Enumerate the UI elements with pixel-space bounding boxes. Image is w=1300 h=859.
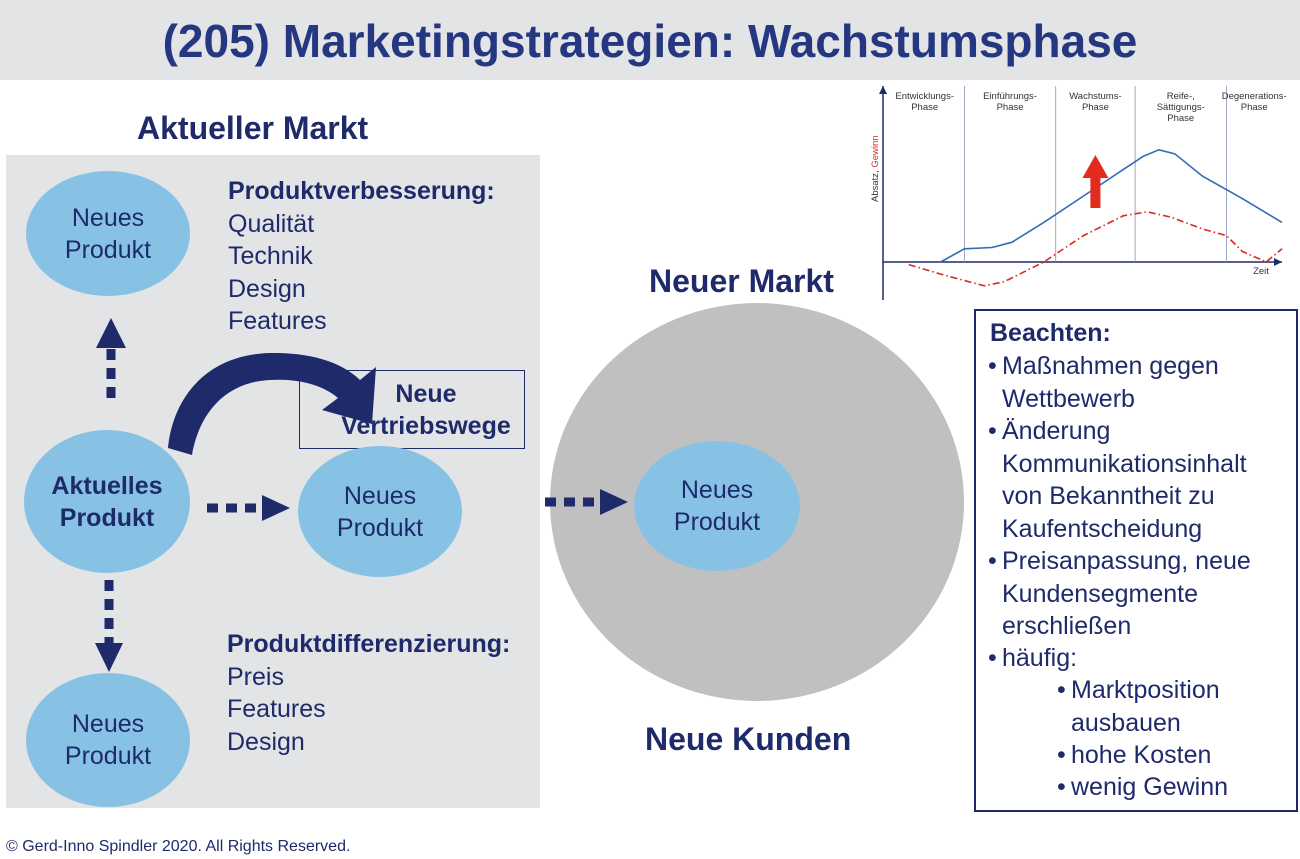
produktdifferenzierung-item: Features — [227, 695, 326, 723]
chart-series-absatz — [940, 148, 1283, 263]
curved-arrow-vertriebswege — [168, 352, 376, 455]
chart-phase-label: Phase — [997, 102, 1024, 113]
neue-kunden-heading: Neue Kunden — [645, 721, 852, 757]
chart-phase-label: Reife-, — [1167, 91, 1195, 102]
produktdifferenzierung-title: Produktdifferenzierung: — [227, 630, 511, 658]
ellipse-label: Produkt — [673, 508, 761, 536]
beachten-line: von Bekanntheit zu — [1002, 482, 1215, 510]
chart-y-label: Absatz, Gewinn — [870, 135, 881, 202]
bullet-icon: • — [1057, 741, 1066, 769]
beachten-box: Beachten: • Maßnahmen gegen Wettbewerb •… — [974, 309, 1298, 812]
beachten-subitem: • wenig Gewinn — [1057, 771, 1229, 804]
chart-series-gewinn — [908, 210, 1283, 287]
produktverbesserung-item: Technik — [228, 242, 313, 270]
beachten-line: Kundensegmente — [1002, 579, 1198, 608]
chart-y-label-absatz: Absatz, — [870, 168, 881, 202]
ellipse-neues-produkt-market: Neues Produkt — [634, 441, 800, 571]
chart-phase-label: Phase — [1241, 102, 1268, 113]
page-title: (205) Marketingstrategien: Wachstumsphas… — [162, 15, 1138, 67]
produktverbesserung-list: Produktverbesserung: Qualität Technik De… — [228, 175, 495, 338]
arrow-market-head — [600, 489, 628, 515]
chart-y-label-gewinn: Gewinn — [870, 135, 881, 167]
ellipse-label: Produkt — [336, 513, 424, 542]
bullet-icon: • — [988, 644, 997, 672]
ellipse-label: Aktuelles — [51, 471, 163, 500]
arrow-up-head — [96, 318, 126, 348]
chart-phase-label: Wachstums- — [1069, 91, 1121, 102]
beachten-line: Maßnahmen gegen — [1002, 352, 1219, 380]
beachten-line: ausbauen — [1071, 708, 1181, 737]
beachten-item: • häufig: — [988, 642, 1078, 675]
produktverbesserung-title: Produktverbesserung: — [228, 177, 495, 205]
ellipse-label: Produkt — [64, 235, 152, 264]
beachten-title: Beachten: — [990, 319, 1111, 347]
chart-phase-label: Phase — [1082, 102, 1109, 113]
chart-phase-label: Entwicklungs- — [895, 91, 954, 102]
produktverbesserung-item: Features — [228, 307, 327, 335]
produktdifferenzierung-item: Design — [227, 727, 305, 756]
chart-phase-label: Sättigungs- — [1157, 102, 1205, 113]
beachten-subitem: • Marktposition ausbauen — [1057, 674, 1220, 739]
bullet-icon: • — [1057, 676, 1066, 704]
ellipse-label: Neues — [71, 203, 145, 232]
produktverbesserung-item: Qualität — [228, 209, 315, 238]
beachten-line: hohe Kosten — [1071, 741, 1212, 769]
aktueller-markt-heading: Aktueller Markt — [137, 110, 369, 146]
ellipse-aktuelles-produkt: Aktuelles Produkt — [24, 430, 190, 573]
beachten-item: • Maßnahmen gegen Wettbewerb — [988, 350, 1219, 415]
bullet-icon: • — [988, 352, 997, 380]
produktdifferenzierung-item: Preis — [227, 662, 284, 691]
beachten-item: • Änderung Kommunikationsinhalt von Beka… — [988, 415, 1247, 545]
beachten-line: Marktposition — [1071, 676, 1220, 704]
chart-phase-label: Phase — [911, 102, 938, 113]
arrow-down-head — [95, 643, 123, 672]
chart-x-axis-arrow — [1274, 258, 1282, 266]
produktverbesserung-item: Design — [228, 274, 306, 303]
beachten-line: wenig Gewinn — [1071, 773, 1229, 801]
chart-phase-label: Degenerations- — [1222, 91, 1287, 102]
bullet-icon: • — [988, 547, 997, 575]
beachten-item: • Preisanpassung, neue Kundensegmente er… — [988, 545, 1251, 643]
title-bar — [0, 0, 1300, 80]
growth-arrow-icon — [1082, 155, 1109, 208]
chart-phase-label: Einführungs- — [983, 91, 1037, 102]
ellipse-label: Neues — [71, 710, 145, 738]
beachten-line: erschließen — [1002, 612, 1132, 640]
copyright: © Gerd-Inno Spindler 2020. All Rights Re… — [6, 838, 351, 855]
beachten-subitem: • hohe Kosten — [1057, 739, 1212, 772]
chart-phase-label: Phase — [1167, 113, 1194, 124]
beachten-line: Preisanpassung, neue — [1002, 547, 1251, 575]
beachten-line: Änderung — [1002, 417, 1111, 445]
beachten-line: häufig: — [1002, 644, 1078, 672]
neuer-markt-heading: Neuer Markt — [649, 263, 834, 299]
beachten-line: Kaufentscheidung — [1002, 514, 1203, 543]
ellipse-label: Produkt — [59, 503, 155, 532]
ellipse-label: Neues — [680, 476, 754, 504]
bullet-icon: • — [1057, 773, 1066, 801]
arrow-right-head — [262, 495, 290, 521]
ellipse-neues-produkt-top: Neues Produkt — [26, 171, 190, 296]
bullet-icon: • — [988, 417, 997, 445]
chart-y-axis-arrow — [879, 86, 887, 94]
beachten-line: Kommunikationsinhalt — [1002, 449, 1247, 478]
vertriebswege-line: Neue — [395, 380, 457, 408]
ellipse-neues-produkt-middle: Neues Produkt — [298, 446, 462, 577]
chart-x-label: Zeit — [1253, 266, 1269, 277]
ellipse-label: Neues — [343, 481, 417, 510]
ellipse-neues-produkt-bottom: Neues Produkt — [26, 673, 190, 807]
ellipse-label: Produkt — [64, 742, 152, 770]
beachten-line: Wettbewerb — [1002, 384, 1135, 413]
produktdifferenzierung-list: Produktdifferenzierung: Preis Features D… — [227, 628, 510, 758]
